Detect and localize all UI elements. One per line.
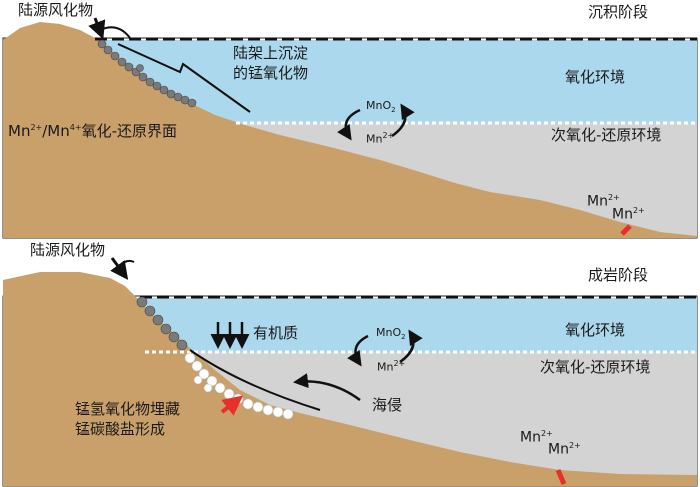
burial-line-bottom xyxy=(189,349,321,411)
cycle-arrow-left-bottom xyxy=(347,334,369,367)
interface-charge-4: 4+ xyxy=(69,123,82,132)
stage-label-top: 沉积阶段 xyxy=(588,3,649,21)
burial-label-1: 锰氢氧化物埋藏 xyxy=(75,400,181,418)
land-top xyxy=(3,22,697,238)
weathering-label-top: 陆源风化物 xyxy=(18,1,94,19)
suboxic-env-label-top: 次氧化-还原环境 xyxy=(551,126,662,144)
shelf-deposit-label-1: 陆架上沉淀 xyxy=(233,44,309,62)
interface-mn-4: /Mn xyxy=(42,122,70,140)
transgression-label: 海侵 xyxy=(372,396,403,414)
red-arrow-burial xyxy=(220,395,244,416)
weathering-curve-bottom xyxy=(117,259,135,269)
cycle-arrow-left-top xyxy=(337,108,361,141)
land-bottom xyxy=(3,272,697,486)
mn2-label-bottom-a: Mn2+ xyxy=(520,429,553,446)
mn2-label-bottom: Mn2+ xyxy=(377,359,406,374)
panel-bottom xyxy=(2,257,698,487)
interface-suffix: 氧化-还原界面 xyxy=(81,122,177,140)
shelf-deposit-label-2: 的锰氧化物 xyxy=(233,64,309,82)
cycle-arrow-right-bottom xyxy=(399,329,423,364)
mn-nodules-top xyxy=(97,39,197,108)
stage-label-bottom: 成岩阶段 xyxy=(588,266,649,284)
interface-mn-1: Mn xyxy=(8,122,31,140)
mno2-label-bottom: MnO2 xyxy=(376,326,406,342)
interface-charge-1: 2+ xyxy=(30,123,43,132)
weathering-label-bottom: 陆源风化物 xyxy=(30,241,106,259)
shelf-pointer-line xyxy=(117,43,251,113)
redox-interface-label: Mn2+/Mn4+氧化-还原界面 xyxy=(8,124,177,139)
mn2-label-bottom-b: Mn2+ xyxy=(548,441,581,458)
buried-mn-bottom xyxy=(184,352,294,420)
panel-top xyxy=(2,17,698,239)
red-arrow-top xyxy=(620,224,632,236)
transgression-arrow xyxy=(293,373,361,402)
mno2-label-top: MnO2 xyxy=(366,99,396,115)
mn-nodules-bottom xyxy=(136,296,188,351)
oxic-env-label-top: 氧化环境 xyxy=(565,68,626,86)
weathering-curve-top xyxy=(99,26,131,39)
suboxic-env-label-bottom: 次氧化-还原环境 xyxy=(540,358,651,376)
red-arrow-bottom xyxy=(555,469,567,485)
mn2-label-top-b: Mn2+ xyxy=(612,206,645,223)
weathering-arrow-top xyxy=(88,17,106,40)
mn2-label-top: Mn2+ xyxy=(366,131,395,146)
organic-label: 有机质 xyxy=(253,324,299,342)
cycle-arrow-right-top xyxy=(391,103,415,138)
burial-label-2: 锰碳酸盐形成 xyxy=(75,420,166,438)
oxic-env-label-bottom: 氧化环境 xyxy=(565,321,626,339)
mn2-label-top-a: Mn2+ xyxy=(587,193,620,210)
